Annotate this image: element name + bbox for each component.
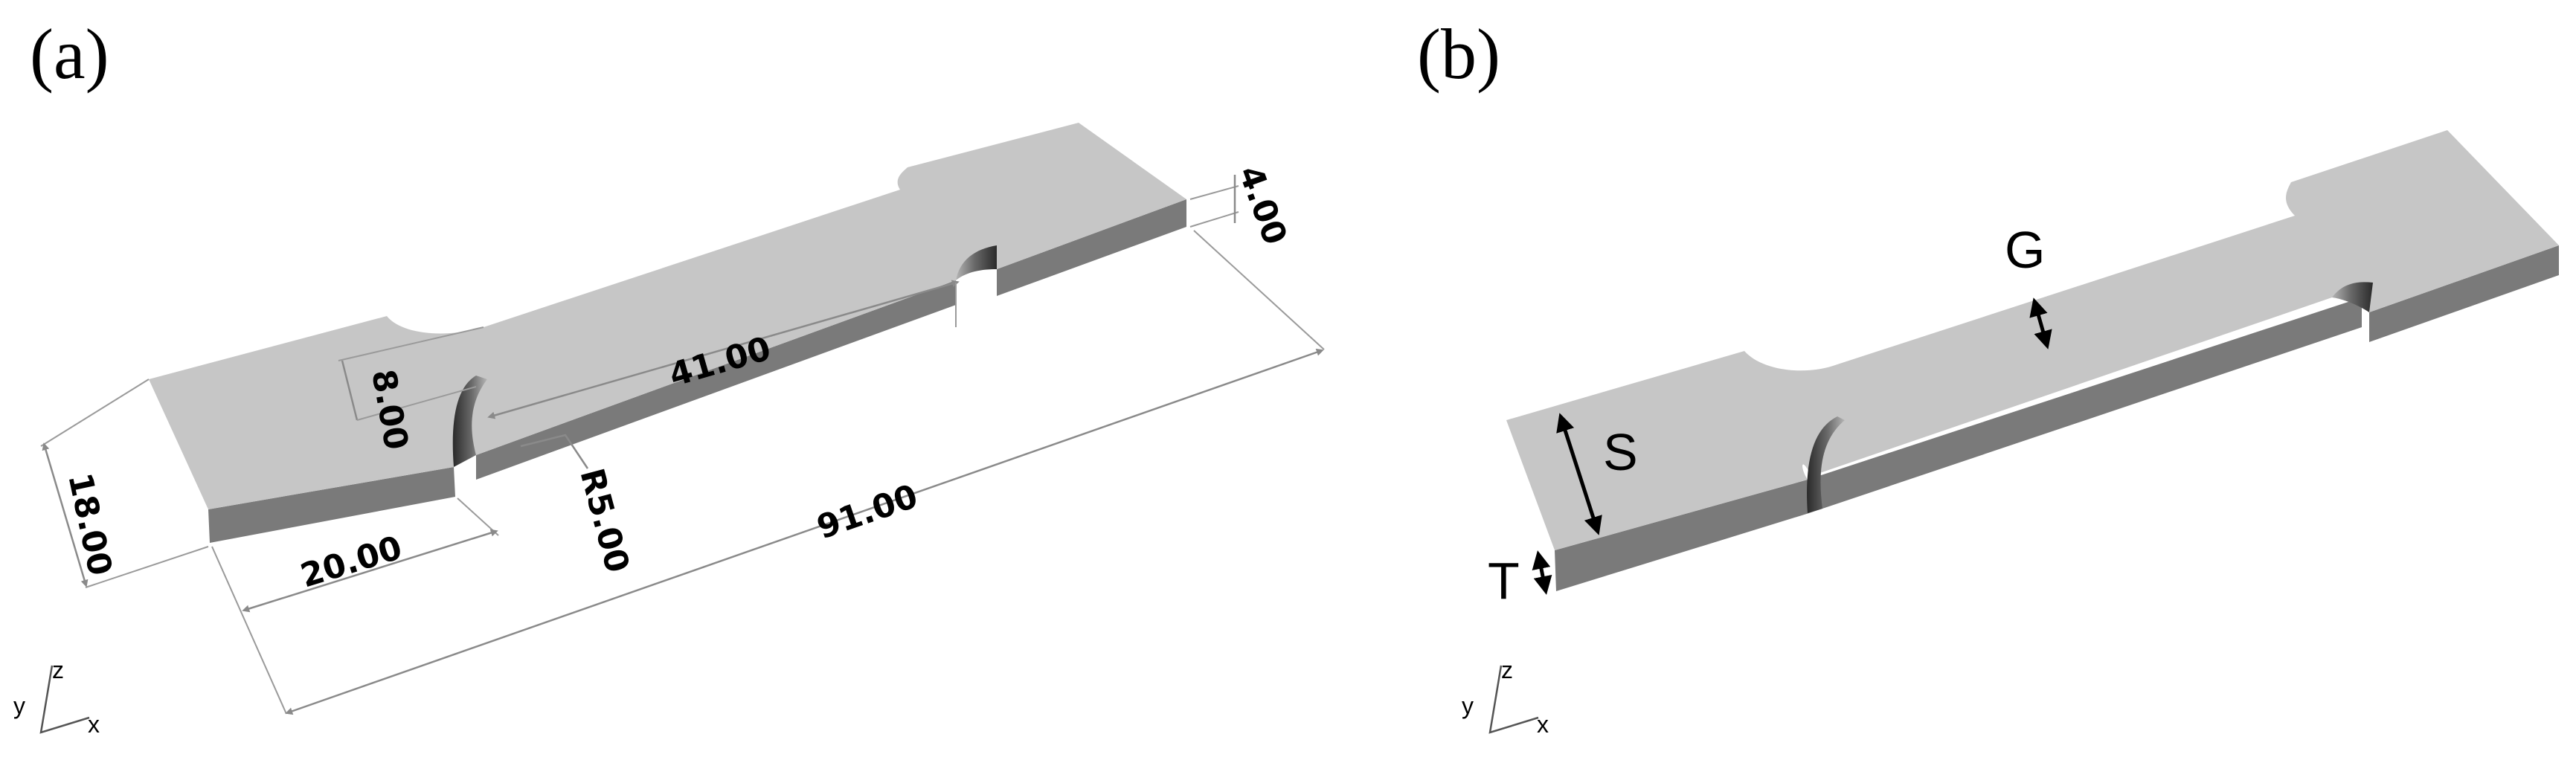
thickness-arrow [1532,550,1552,595]
specimen-b-right-grip-side-face [2369,245,2559,342]
specimen-a-right-grip-side-face [997,199,1186,296]
shoulder-width-arrow [1556,413,1602,535]
specimen-b-fillet-left [1807,416,1845,513]
specimen-b-side-face [1555,480,1809,591]
axis-y-label-b: y [1462,692,1474,719]
panel-a: (a) 4.00 8.00 [13,14,1325,738]
panel-b-label: (b) [1417,14,1500,94]
dim-fillet-radius-label: R5.00 [572,465,636,577]
specimen-a [149,123,1186,543]
specimen-b [1506,130,2559,591]
axis-x-label-b: x [1537,711,1549,738]
dim-grip-width-label: 18.00 [60,470,119,579]
dim-thickness-label: 4.00 [1231,161,1294,249]
axis-x-label-a: x [88,711,100,738]
specimen-a-fillet-right [956,245,997,280]
dim-total-length-label: 91.00 [812,477,922,547]
gauge-symbol: G [2005,221,2045,279]
panel-a-label: (a) [30,14,109,94]
thickness-symbol: T [1488,552,1520,610]
specimen-b-gauge-side-face [1808,297,2362,513]
annotations-b: G S T [1488,221,2052,610]
axis-z-label-a: z [52,657,64,683]
axis-y-label-a: y [13,692,25,719]
shoulder-symbol: S [1603,423,1638,481]
specimen-b-top-face [1506,130,2559,550]
gauge-width-arrow [2029,297,2052,350]
axis-z-label-b: z [1501,657,1513,683]
specimen-b-fillet-right [2332,282,2373,312]
axis-triad-b: y z x [1462,657,1549,738]
dim-grip-length-label: 20.00 [296,529,406,595]
specimen-a-top-face [149,123,1186,509]
panel-b: (b) G S T y z x [1417,14,2559,738]
axis-triad-a: y z x [13,657,100,738]
